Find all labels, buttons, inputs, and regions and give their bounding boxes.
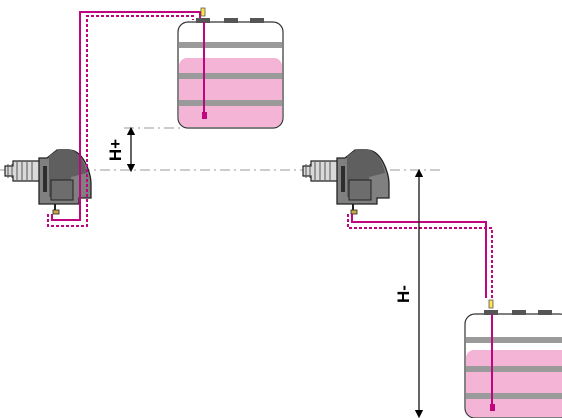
burner-right xyxy=(302,148,390,215)
return-pipe-left xyxy=(47,15,194,227)
tank-upper xyxy=(177,7,284,129)
height-positive-label: H+ xyxy=(106,139,125,161)
supply-pipe-left xyxy=(51,11,201,221)
height-negative-label: H- xyxy=(394,285,413,303)
tank-lower xyxy=(464,299,562,418)
burner-left xyxy=(4,148,92,215)
return-pipe-right xyxy=(347,214,493,298)
